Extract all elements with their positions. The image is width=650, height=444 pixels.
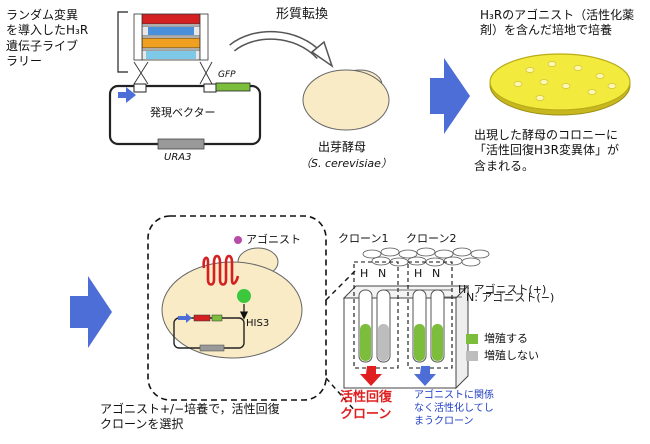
active-clone-label: 活性回復 クローン	[340, 390, 392, 423]
library-line: ランダム変異	[6, 8, 79, 22]
ura3-label: URA3	[164, 152, 192, 163]
clone1-h-label: H	[360, 267, 369, 280]
gfp-gene	[215, 82, 251, 92]
colony-description: 出現した酵母のコロニーに 「活性回復H3R変異体」が 含まれる。	[474, 128, 619, 174]
agonist-icon	[234, 236, 242, 244]
tube-clone2-n	[430, 289, 445, 363]
culture-description: H₃Rのアゴニスト（活性化薬 剤）を含んだ培地で培養	[480, 8, 634, 39]
colony-line: 「活性回復H3R変異体」が	[474, 143, 619, 158]
detail-yeast-cell	[161, 247, 303, 359]
flow-arrow-icon	[430, 58, 470, 134]
agonist-label: アゴニスト	[246, 233, 301, 246]
ura3-gene	[157, 138, 205, 150]
select-description: アゴニスト+/−培養で，活性回復 クローンを選択	[100, 402, 280, 433]
his3-label: HIS3	[246, 318, 270, 329]
transformation-arrow	[229, 30, 334, 68]
active-clone-line: クローン	[340, 406, 392, 422]
select-line: アゴニスト+/−培養で，活性回復	[100, 402, 280, 416]
legend-nogrow-swatch	[466, 351, 478, 361]
constitutive-clone-line: アゴニストに関係	[414, 390, 494, 401]
library-bracket	[117, 11, 128, 73]
clone2-n-label: N	[432, 267, 441, 280]
petri-dish	[489, 53, 631, 116]
clone1-label: クローン1	[338, 232, 389, 245]
yeast-name: 出芽酵母	[318, 140, 367, 154]
h-legend: H: アゴニスト(+)	[458, 283, 547, 296]
tube-clone1-h	[358, 289, 373, 363]
yeast-species: （S. cerevisiae）	[300, 157, 392, 170]
result-blue-arrow-icon	[414, 366, 436, 386]
clone2-h-label: H	[414, 267, 423, 280]
callout-line	[325, 269, 357, 301]
result-red-arrow-icon	[360, 366, 382, 386]
callout-line	[325, 377, 357, 413]
tube-clone1-n	[376, 289, 391, 363]
vector-label: 発現ベクター	[150, 106, 216, 119]
clone1-n-label: N	[378, 267, 387, 280]
expression-vector	[108, 82, 262, 150]
clone2-label: クローン2	[406, 232, 457, 245]
transformation-label: 形質転換	[276, 7, 329, 22]
legend-grow-swatch	[466, 334, 478, 344]
n-legend: N: アゴニスト(−)	[466, 291, 555, 304]
constitutive-clone-line: なく活性化してし	[414, 402, 494, 414]
constitutive-clone-label: アゴニストに関係 なく活性化してし まうクローン	[414, 390, 494, 428]
culture-line: 剤）を含んだ培地で培養	[480, 23, 613, 38]
constitutive-clone-line: まうクローン	[414, 415, 474, 427]
detail-box	[147, 215, 327, 401]
gfp-signal-icon	[237, 289, 251, 303]
promoter-arrow-icon	[118, 87, 136, 103]
library-line: を導入したH₃R	[6, 23, 89, 38]
culture-line: H₃Rのアゴニスト（活性化薬	[480, 8, 635, 22]
library-line: 遺伝子ライブ	[6, 38, 79, 53]
detail-plasmid	[173, 313, 245, 352]
tube-clone2-h	[412, 289, 427, 363]
yeast-cell	[302, 69, 390, 131]
colony-line: 含まれる。	[474, 158, 535, 173]
library-line: ラリー	[6, 54, 43, 69]
legend-nogrow-label: 増殖しない	[484, 349, 539, 362]
colony-cluster	[362, 247, 490, 267]
gene-library	[133, 13, 213, 85]
receptor-icon	[202, 254, 240, 286]
flow-arrow-icon	[70, 276, 112, 348]
select-line: クローンを選択	[100, 417, 184, 432]
legend-grow-label: 増殖する	[484, 332, 528, 345]
library-description: ランダム変異 を導入したH₃R 遺伝子ライブ ラリー	[6, 8, 88, 69]
active-clone-line: 活性回復	[340, 390, 393, 405]
gfp-label: GFP	[218, 70, 236, 80]
colony-line: 出現した酵母のコロニーに	[474, 128, 619, 142]
